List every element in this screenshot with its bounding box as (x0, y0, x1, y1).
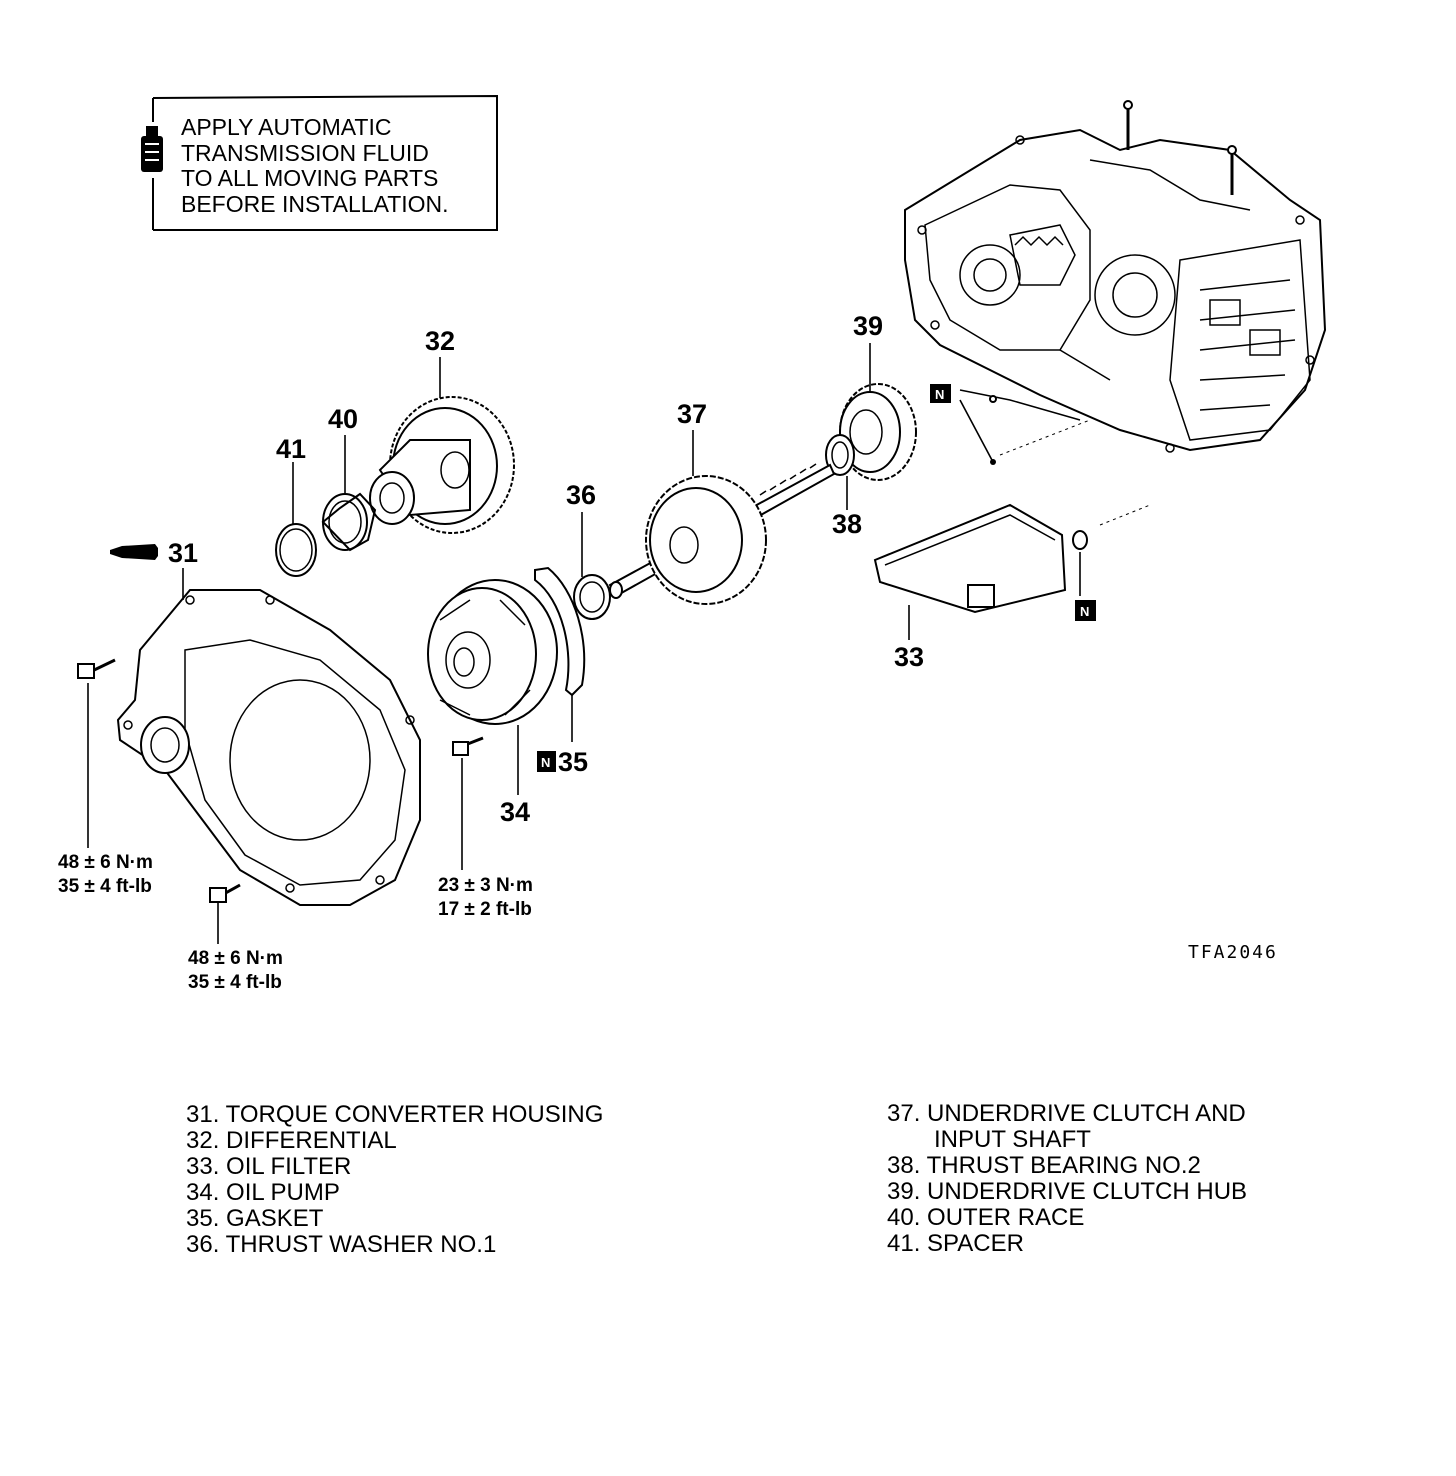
legend-item: 40. OUTER RACE (887, 1204, 1084, 1231)
spacer-41 (275, 523, 317, 577)
callout-41: 41 (276, 434, 306, 464)
transaxle-case (904, 100, 1327, 453)
atf-bottle-icon (141, 126, 163, 172)
note-line-2: TRANSMISSION FLUID (181, 140, 429, 166)
underdrive-clutch-input-shaft-37 (608, 463, 836, 605)
new-part-mark: N (930, 384, 951, 403)
parts-legend-left: 31. TORQUE CONVERTER HOUSING 32. DIFFERE… (186, 1101, 603, 1258)
callout-32: 32 (425, 326, 455, 356)
torque-housing-left-ftlb: 35 ± 4 ft-lb (58, 876, 152, 897)
alignment-line (999, 419, 1091, 456)
note-line-1: APPLY AUTOMATIC (181, 114, 391, 140)
callout-36: 36 (566, 480, 596, 510)
callout-38: 38 (832, 509, 862, 539)
note-line-3: TO ALL MOVING PARTS (181, 165, 438, 191)
callout-37: 37 (677, 399, 707, 429)
legend-item: 38. THRUST BEARING NO.2 (887, 1152, 1201, 1179)
new-part-mark: N (537, 751, 556, 772)
sealant-tube-icon (110, 544, 158, 560)
torque-pump-nm: 23 ± 3 N·m (438, 875, 533, 896)
legend-item: 32. DIFFERENTIAL (186, 1127, 397, 1154)
legend-item: 34. OIL PUMP (186, 1179, 340, 1206)
svg-text:N: N (935, 387, 944, 402)
svg-text:N: N (1080, 604, 1089, 619)
torque-converter-housing-31 (116, 589, 421, 906)
legend-item: 37. UNDERDRIVE CLUTCH AND (887, 1100, 1246, 1127)
thrust-washer-36 (573, 574, 611, 620)
callout-39: 39 (853, 311, 883, 341)
note-line-4: BEFORE INSTALLATION. (181, 191, 449, 217)
outer-race-40 (321, 492, 377, 552)
svg-text:N: N (541, 755, 550, 770)
figure-code: TFA2046 (1188, 942, 1278, 963)
legend-item: 36. THRUST WASHER NO.1 (186, 1231, 496, 1258)
torque-housing-left-nm: 48 ± 6 N·m (58, 852, 153, 873)
parts-legend-right: 37. UNDERDRIVE CLUTCH AND INPUT SHAFT 38… (887, 1100, 1247, 1257)
legend-item: INPUT SHAFT (934, 1126, 1091, 1153)
legend-item: 31. TORQUE CONVERTER HOUSING (186, 1101, 603, 1128)
o-ring-seal (1072, 530, 1088, 550)
underdrive-clutch-hub-39 (839, 383, 917, 481)
torque-housing-bottom-ftlb: 35 ± 4 ft-lb (188, 972, 282, 993)
legend-item: 41. SPACER (887, 1230, 1024, 1257)
oil-pump-34 (427, 579, 558, 725)
alignment-line (1099, 504, 1151, 526)
thrust-bearing-38 (825, 434, 855, 476)
legend-item: 33. OIL FILTER (186, 1153, 351, 1180)
callout-31: 31 (168, 538, 198, 568)
atf-note-box: APPLY AUTOMATIC TRANSMISSION FLUID TO AL… (141, 94, 498, 231)
housing-bolt-icon (77, 658, 116, 679)
new-part-mark: N (1075, 600, 1096, 621)
oil-filter-33 (873, 503, 1067, 614)
torque-pump-ftlb: 17 ± 2 ft-lb (438, 899, 532, 920)
callout-35: 35 (558, 747, 588, 777)
pump-bolt-icon (452, 736, 484, 756)
differential-32 (369, 396, 515, 534)
legend-item: 39. UNDERDRIVE CLUTCH HUB (887, 1178, 1247, 1205)
callout-33: 33 (894, 642, 924, 672)
torque-housing-bottom-nm: 48 ± 6 N·m (188, 948, 283, 969)
leader-lines (87, 343, 1081, 944)
callout-34: 34 (500, 797, 530, 827)
legend-item: 35. GASKET (186, 1205, 324, 1232)
housing-bolt-icon (209, 883, 241, 903)
callout-40: 40 (328, 404, 358, 434)
